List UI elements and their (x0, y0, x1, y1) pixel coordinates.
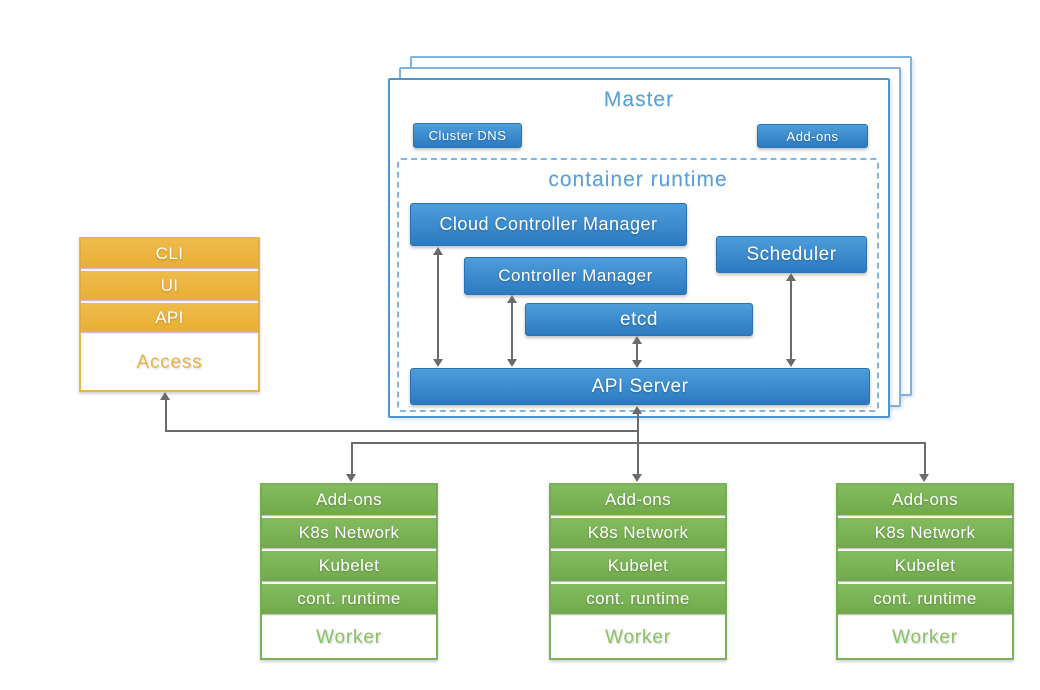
worker-layer-addons: Add-ons (838, 485, 1012, 515)
connector-to-worker-3-vertical (924, 444, 926, 475)
worker-title: Worker (892, 626, 958, 648)
arrow-etcd-apiserver (632, 336, 642, 368)
connector-to-access-horizontal (166, 430, 639, 432)
cloud-controller-manager-node: Cloud Controller Manager (410, 203, 687, 246)
access-title: Access (136, 351, 203, 373)
worker-layer-runtime: cont. runtime (551, 584, 725, 614)
worker-layer-runtime: cont. runtime (262, 584, 436, 614)
arrowhead-into-worker-3 (919, 474, 929, 482)
worker-node-3: Add-ons K8s Network Kubelet cont. runtim… (836, 483, 1014, 660)
worker-title: Worker (605, 626, 671, 648)
access-node: CLI UI API Access (79, 237, 260, 392)
container-runtime-title: container runtime (548, 168, 728, 191)
access-layer-ui: UI (81, 271, 258, 300)
worker-node-2: Add-ons K8s Network Kubelet cont. runtim… (549, 483, 727, 660)
master-title: Master (603, 88, 675, 111)
access-layer-cli: CLI (81, 239, 258, 268)
api-server-node: API Server (410, 368, 870, 405)
arrowhead-into-access (160, 392, 170, 400)
worker-title: Worker (316, 626, 382, 648)
worker-layer-network: K8s Network (551, 518, 725, 548)
cluster-dns-node: Cluster DNS (413, 123, 522, 148)
scheduler-node: Scheduler (716, 236, 867, 273)
worker-layer-network: K8s Network (838, 518, 1012, 548)
access-layer-api: API (81, 303, 258, 332)
worker-layer-kubelet: Kubelet (838, 551, 1012, 581)
etcd-node: etcd (525, 303, 753, 336)
arrowhead-into-worker-1 (346, 474, 356, 482)
worker-layer-runtime: cont. runtime (838, 584, 1012, 614)
controller-manager-node: Controller Manager (464, 257, 687, 295)
connector-to-workers-horizontal (351, 442, 926, 444)
worker-layer-addons: Add-ons (551, 485, 725, 515)
connector-to-access-vertical (165, 399, 167, 432)
addons-master-node: Add-ons (757, 124, 868, 148)
worker-node-1: Add-ons K8s Network Kubelet cont. runtim… (260, 483, 438, 660)
arrowhead-into-worker-2 (632, 474, 642, 482)
arrow-scheduler-apiserver (786, 273, 796, 367)
worker-layer-addons: Add-ons (262, 485, 436, 515)
connector-to-worker-1-vertical (351, 444, 353, 475)
arrowhead-into-apiserver (632, 406, 642, 414)
arrow-ccm-apiserver (433, 247, 443, 367)
arrow-cm-apiserver (507, 295, 517, 367)
worker-layer-kubelet: Kubelet (551, 551, 725, 581)
worker-layer-network: K8s Network (262, 518, 436, 548)
worker-layer-kubelet: Kubelet (262, 551, 436, 581)
